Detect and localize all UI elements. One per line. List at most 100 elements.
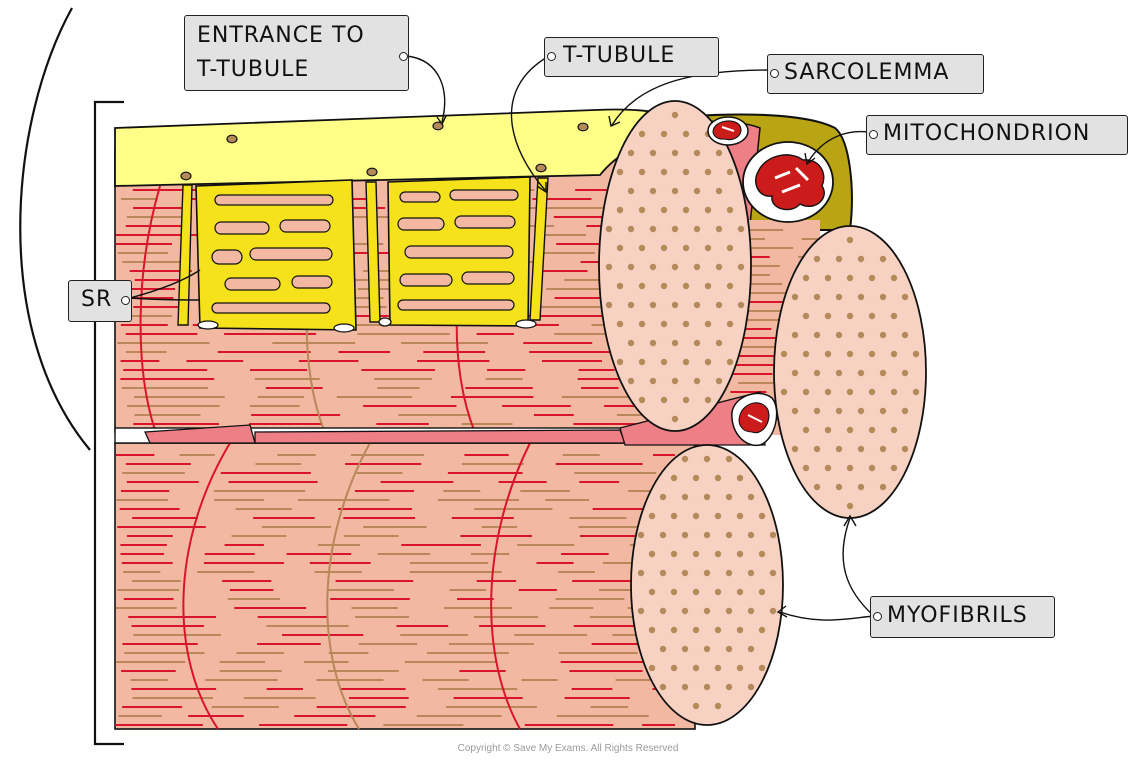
myofilament-dot bbox=[672, 340, 678, 346]
myofilament-dot bbox=[716, 264, 722, 270]
myofilament-dot bbox=[858, 446, 864, 452]
myofilament-dot bbox=[638, 532, 644, 538]
myofilament-dot bbox=[716, 340, 722, 346]
myofilament-dot bbox=[847, 389, 853, 395]
myofilament-dot bbox=[704, 570, 710, 576]
myofilament-dot bbox=[693, 665, 699, 671]
myofilament-dot bbox=[726, 646, 732, 652]
myofilament-dot bbox=[693, 551, 699, 557]
myofilament-dot bbox=[727, 169, 733, 175]
myofilament-dot bbox=[628, 302, 634, 308]
myofilament-dot bbox=[748, 494, 754, 500]
myofilament-dot bbox=[683, 321, 689, 327]
myofilament-dot bbox=[660, 684, 666, 690]
myofilament-dot bbox=[639, 397, 645, 403]
label-sarcolemma-text: SARCOLEMMA bbox=[784, 58, 949, 88]
myofilament-dot bbox=[704, 646, 710, 652]
myofilament-dot bbox=[726, 494, 732, 500]
myofilament-dot bbox=[649, 665, 655, 671]
myofilament-dot bbox=[672, 112, 678, 118]
myofilament-dot bbox=[694, 150, 700, 156]
myofilament-dot bbox=[891, 275, 897, 281]
myofilament-dot bbox=[693, 513, 699, 519]
myofilament-dot bbox=[682, 684, 688, 690]
myofilament-dot bbox=[891, 351, 897, 357]
myofilament-dot bbox=[660, 608, 666, 614]
myofilament-dot bbox=[682, 532, 688, 538]
myofilament-dot bbox=[825, 427, 831, 433]
myofibril-lower-body bbox=[115, 443, 695, 729]
label-entrance-line1: ENTRANCE TO bbox=[197, 21, 365, 51]
myofilament-dot bbox=[671, 589, 677, 595]
myofilament-dot bbox=[738, 264, 744, 270]
myofilament-dot bbox=[902, 332, 908, 338]
myofilament-dot bbox=[880, 294, 886, 300]
myofilament-dot bbox=[869, 465, 875, 471]
myofilament-dot bbox=[737, 589, 743, 595]
myofilament-dot bbox=[770, 532, 776, 538]
myofilament-dot bbox=[617, 169, 623, 175]
label-mitochondrion: MITOCHONDRION bbox=[866, 115, 1128, 155]
myofilament-dot bbox=[650, 150, 656, 156]
myofilament-dot bbox=[617, 359, 623, 365]
myofilament-dot bbox=[715, 665, 721, 671]
myofilament-dot bbox=[737, 627, 743, 633]
myofilament-dot bbox=[639, 321, 645, 327]
t-tubule-opening bbox=[227, 135, 237, 143]
myofilament-dot bbox=[672, 302, 678, 308]
myofilament-dot bbox=[770, 570, 776, 576]
myofilament-dot bbox=[628, 188, 634, 194]
myofilament-dot bbox=[858, 294, 864, 300]
myofilament-dot bbox=[683, 169, 689, 175]
myofilament-dot bbox=[792, 370, 798, 376]
myofilament-dot bbox=[825, 313, 831, 319]
myofilament-dot bbox=[814, 332, 820, 338]
label-mitochondrion-text: MITOCHONDRION bbox=[883, 119, 1090, 149]
myofilament-dot bbox=[705, 169, 711, 175]
myofilament-dot bbox=[716, 302, 722, 308]
myofilament-dot bbox=[661, 283, 667, 289]
myofilament-dot bbox=[682, 608, 688, 614]
myofilament-dot bbox=[672, 378, 678, 384]
myofilament-dot bbox=[902, 294, 908, 300]
myofilament-dot bbox=[639, 359, 645, 365]
myofilament-dot bbox=[672, 416, 678, 422]
myofilament-dot bbox=[902, 446, 908, 452]
myofilament-dot bbox=[727, 207, 733, 213]
myofilament-dot bbox=[672, 150, 678, 156]
label-anchor-dot bbox=[399, 52, 408, 61]
mitochondrion-small-top bbox=[708, 117, 748, 145]
myofilament-dot bbox=[661, 359, 667, 365]
myofilament-dot bbox=[836, 370, 842, 376]
myofilament-dot bbox=[825, 389, 831, 395]
myofilament-dot bbox=[661, 207, 667, 213]
myofilament-dot bbox=[715, 475, 721, 481]
myofilament-dot bbox=[759, 665, 765, 671]
myofilament-dot bbox=[650, 188, 656, 194]
myofilament-dot bbox=[715, 703, 721, 709]
myofilament-dot bbox=[683, 131, 689, 137]
label-t-tubule: T-TUBULE bbox=[544, 37, 719, 77]
myofilament-dot bbox=[628, 340, 634, 346]
myofilament-dot bbox=[847, 237, 853, 243]
myofilament-dot bbox=[759, 589, 765, 595]
myofilament-dot bbox=[836, 446, 842, 452]
myofilament-dot bbox=[759, 627, 765, 633]
myofilament-dot bbox=[847, 465, 853, 471]
myofilament-dot bbox=[661, 131, 667, 137]
myofilament-dot bbox=[792, 294, 798, 300]
myofilament-dot bbox=[748, 608, 754, 614]
label-anchor-dot bbox=[770, 69, 779, 78]
myofilament-dot bbox=[737, 665, 743, 671]
myofilament-dot bbox=[869, 275, 875, 281]
myofilament-dot bbox=[638, 570, 644, 576]
myofilament-dot bbox=[694, 226, 700, 232]
myofilament-dot bbox=[726, 570, 732, 576]
myofilament-dot bbox=[639, 283, 645, 289]
myofilament-dot bbox=[770, 608, 776, 614]
mitochondrion-large bbox=[743, 142, 833, 222]
myofilament-dot bbox=[693, 589, 699, 595]
myofilament-dot bbox=[694, 340, 700, 346]
myofilament-dot bbox=[671, 513, 677, 519]
myofilament-dot bbox=[650, 302, 656, 308]
